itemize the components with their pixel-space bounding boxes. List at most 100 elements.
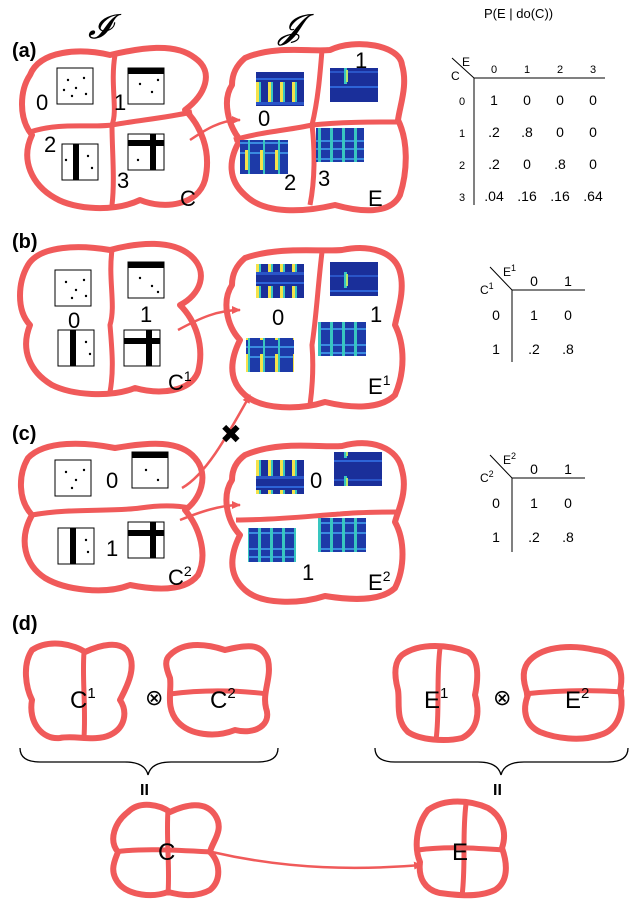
binary-image-thumb xyxy=(123,329,161,367)
effect-partition-label: 0 xyxy=(258,106,270,131)
table-cell: 0 xyxy=(589,156,597,172)
cause-variable-label: C xyxy=(180,186,196,211)
table-col-header: 3 xyxy=(590,64,596,76)
e-combined-label: E xyxy=(452,839,468,866)
spectrogram-thumb xyxy=(256,460,304,494)
table-cell: 1 xyxy=(490,92,498,108)
cause-region-blob xyxy=(17,440,206,594)
spectrogram-thumb xyxy=(256,72,304,106)
partition-divider xyxy=(235,509,401,523)
table-title: P(E | do(C)) xyxy=(484,6,553,21)
cause-region-blob xyxy=(17,240,204,398)
spectrogram-thumb xyxy=(318,518,366,552)
table-cell: .2 xyxy=(528,529,540,545)
spectrogram-thumb xyxy=(248,528,296,562)
table-row-header: 0 xyxy=(459,96,465,108)
e2-label: E2 xyxy=(565,685,589,714)
e-combined-blob xyxy=(413,798,509,899)
table-cell: 0 xyxy=(589,124,597,140)
binary-image-thumb xyxy=(57,527,95,565)
binary-image-thumb xyxy=(127,67,165,105)
cause-variable-label: C1 xyxy=(168,368,192,395)
table-row-header: 3 xyxy=(459,192,465,204)
table-col-header: 0 xyxy=(491,64,497,76)
c2-blob xyxy=(163,642,272,738)
table-cell: .8 xyxy=(562,341,574,357)
svg-text:E2: E2 xyxy=(503,451,516,467)
table-cell: .8 xyxy=(521,124,533,140)
table-col-var: E xyxy=(503,453,511,467)
table-cell: .16 xyxy=(550,188,570,204)
table-cell: 1 xyxy=(530,495,538,511)
effect-partition-label: 1 xyxy=(302,560,314,585)
table-col-header: 1 xyxy=(524,64,530,76)
table-row-header: 0 xyxy=(492,495,500,511)
binary-image-thumb xyxy=(57,329,95,367)
tensor-product-symbol: ⊗ xyxy=(493,685,511,710)
binary-image-thumb xyxy=(54,459,92,497)
panel-c: (c) 0 1 C2 ✖ xyxy=(12,394,585,605)
c-combined-label: C xyxy=(158,839,175,866)
effect-variable-label: E xyxy=(368,186,383,211)
e1-label: E1 xyxy=(424,685,448,714)
table-row-var: C xyxy=(480,471,489,485)
binary-image-thumb xyxy=(54,269,92,307)
spectrogram-thumb xyxy=(330,68,378,102)
effect-partition-label: 0 xyxy=(310,468,322,493)
equals-symbol: II xyxy=(140,782,149,799)
panel-d-label: (d) xyxy=(12,613,38,635)
binary-image-thumb xyxy=(127,521,165,559)
cause-partition-label: 1 xyxy=(114,90,126,115)
cause-partition-label: 3 xyxy=(117,168,129,193)
svg-text:C2: C2 xyxy=(480,469,494,485)
cause-variable-label: C2 xyxy=(168,563,192,590)
partition-divider xyxy=(31,503,191,518)
effect-partition-label: 3 xyxy=(318,166,330,191)
e1-blob xyxy=(392,643,481,743)
spectrogram-thumb xyxy=(316,128,364,162)
spectrogram-thumb xyxy=(256,264,304,298)
table-row-var: C xyxy=(480,283,489,297)
panel-b-label: (b) xyxy=(12,231,38,253)
table-col-var: E xyxy=(503,265,511,279)
table-row-header: 1 xyxy=(459,128,465,140)
spectrogram-thumb xyxy=(318,322,366,356)
partition-divider xyxy=(169,688,269,697)
table-col-header: 1 xyxy=(564,461,572,477)
cause-region-blob xyxy=(19,44,211,211)
table-col-header: 2 xyxy=(557,64,563,76)
right-brace xyxy=(374,747,629,776)
effect-region-blob xyxy=(223,440,407,605)
table-col-var: E xyxy=(462,55,470,69)
panel-c-label: (c) xyxy=(12,423,36,445)
binary-image-thumb xyxy=(127,133,165,171)
binary-image-thumb xyxy=(56,67,94,105)
domain-J-symbol: 𝓙 xyxy=(277,7,314,47)
partition-divider xyxy=(433,647,443,741)
spectrogram-thumb xyxy=(334,452,382,486)
effect-partition-label: 1 xyxy=(355,48,367,73)
tensor-product-symbol: ⊗ xyxy=(145,685,163,710)
table-cell: .64 xyxy=(583,188,603,204)
table-cell: 0 xyxy=(589,92,597,108)
partition-divider xyxy=(233,119,401,143)
c1-blob xyxy=(23,640,135,742)
partition-divider xyxy=(523,688,625,697)
c-combined-blob xyxy=(110,801,222,899)
c2-label: C2 xyxy=(210,685,236,714)
table-cell: .8 xyxy=(562,529,574,545)
effect-variable-label: E1 xyxy=(368,372,391,399)
effect-region-blob xyxy=(223,41,409,214)
panel-a-label: (a) xyxy=(12,40,36,62)
table-cell: .2 xyxy=(488,156,500,172)
binary-image-thumb xyxy=(127,261,165,299)
table-cell: 0 xyxy=(564,495,572,511)
partition-divider xyxy=(29,109,193,135)
table-row-header: 0 xyxy=(492,307,500,323)
spectrogram-thumb xyxy=(246,338,294,372)
svg-text:E1: E1 xyxy=(503,263,516,279)
partition-divider xyxy=(114,847,213,855)
blocked-x-icon: ✖ xyxy=(220,420,242,450)
